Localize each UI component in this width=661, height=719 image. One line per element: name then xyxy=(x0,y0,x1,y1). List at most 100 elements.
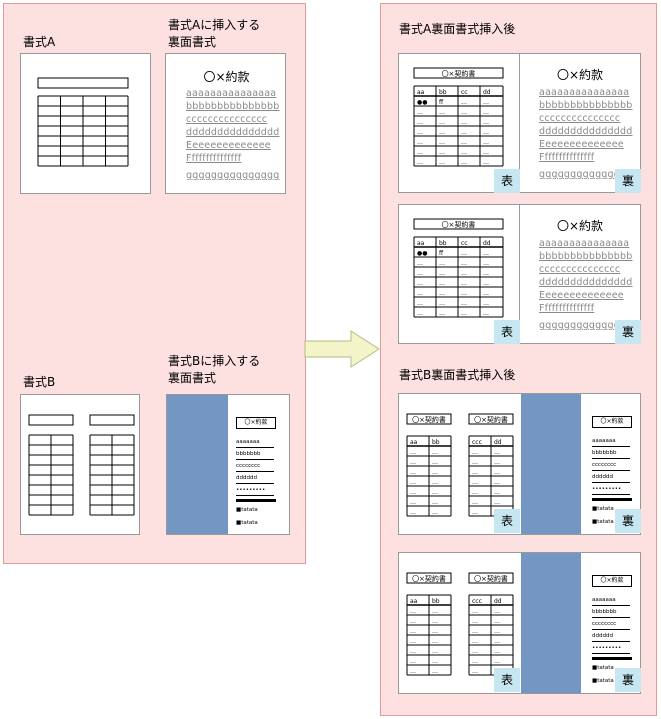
result-b-back-line: aaaaaaa xyxy=(592,595,630,606)
result-b-cell: … xyxy=(472,648,478,655)
result-b-back-line: dddddd xyxy=(592,631,630,642)
result-b-title: 書式B裏面書式挿入後 xyxy=(399,368,516,382)
result-b-cell: … xyxy=(494,658,500,665)
result-a-back-line: ddddddddddddddd xyxy=(539,126,633,137)
format-a-back-line: ggggggggggggggg xyxy=(186,170,280,181)
result-a-cell: ff xyxy=(439,250,444,257)
result-a-header-cell: cc xyxy=(461,89,468,96)
result-b-cell: … xyxy=(410,469,416,476)
result-a-cell: … xyxy=(461,159,467,166)
result-b-cell: … xyxy=(432,658,438,665)
result-a-back-badge: 裏 xyxy=(615,320,641,344)
result-a-cell: … xyxy=(461,99,467,106)
result-b-cell: … xyxy=(432,638,438,645)
result-a-back-line: Eeeeeeeeeeeeee xyxy=(539,290,624,301)
format-b-back-line: aaaaaaa xyxy=(236,437,274,448)
result-a-back-line: Fffffffffffffff xyxy=(539,152,595,163)
format-b-back-note: ■tatata xyxy=(236,507,258,513)
result-a-back-line: ggggggggggggggg xyxy=(539,320,633,331)
result-a-cell: … xyxy=(483,159,489,166)
result-a-cell: … xyxy=(461,250,467,257)
result-b-cell: … xyxy=(472,449,478,456)
result-a-front-badge: 表 xyxy=(494,169,520,193)
result-b-cell: … xyxy=(472,509,478,516)
result-a-cell: … xyxy=(417,290,423,297)
result-a-back-line: bbbbbbbbbbbbbbb xyxy=(539,251,633,262)
result-b-back-heading: 〇×約款 xyxy=(592,416,632,428)
result-a-cell: ●● xyxy=(417,99,427,106)
result-a-back-line: ccccccccccccccc xyxy=(539,264,621,275)
result-a-cell: … xyxy=(439,300,445,307)
format-b-back-line: ••••••••• xyxy=(236,485,274,496)
result-a-cell: … xyxy=(417,109,423,116)
result-a-front-badge: 表 xyxy=(494,320,520,344)
result-a-cell: … xyxy=(417,149,423,156)
format-b-title: 書式B xyxy=(23,375,56,389)
result-a-back-heading: 〇×約款 xyxy=(556,68,604,82)
result-a-back-heading: 〇×約款 xyxy=(556,219,604,233)
result-a-cell: … xyxy=(461,139,467,146)
result-b-cell: … xyxy=(432,509,438,516)
result-a-cell: … xyxy=(461,290,467,297)
format-a-title: 書式A xyxy=(23,35,56,49)
format-a-back-line: ddddddddddddddd xyxy=(186,127,280,138)
result-b-cell: … xyxy=(472,489,478,496)
result-a-cell: … xyxy=(483,310,489,317)
result-a-header-cell: bb xyxy=(439,89,447,96)
format-b-back-heading: 〇×約款 xyxy=(236,417,276,429)
result-a-cell: … xyxy=(439,310,445,317)
result-a-cell: … xyxy=(417,280,423,287)
result-a-cell: … xyxy=(483,290,489,297)
result-a-cell: … xyxy=(417,260,423,267)
format-b-back-rule xyxy=(236,499,276,502)
result-b-cell: … xyxy=(410,499,416,506)
result-a-cell: ff xyxy=(439,99,444,106)
result-a-back-line: aaaaaaaaaaaaaaa xyxy=(539,238,630,249)
format-a-back-title: 書式Aに挿入する 裏面書式 xyxy=(168,18,261,49)
result-a-cell: … xyxy=(439,109,445,116)
format-b-back-line: dddddd xyxy=(236,473,274,484)
result-b-header-cell: ccc xyxy=(472,598,482,605)
result-a-cell: … xyxy=(417,300,423,307)
result-b-cell: … xyxy=(432,668,438,675)
result-b-cell: … xyxy=(472,638,478,645)
result-a-cell: ●● xyxy=(417,250,427,257)
result-b-header-cell: ccc xyxy=(472,439,482,446)
result-b-cell: … xyxy=(432,469,438,476)
result-b-cell: … xyxy=(494,459,500,466)
result-a-cell: … xyxy=(439,159,445,166)
result-b-back-note: ■tatata xyxy=(592,678,614,684)
result-b-cell: … xyxy=(432,459,438,466)
result-a-back-line: aaaaaaaaaaaaaaa xyxy=(539,87,630,98)
result-a-cell: … xyxy=(417,159,423,166)
result-b-cell: … xyxy=(432,479,438,486)
result-a-cell: … xyxy=(439,260,445,267)
result-a-cell: … xyxy=(483,250,489,257)
result-a-cell: … xyxy=(483,300,489,307)
result-a-cell: … xyxy=(417,139,423,146)
result-a-cell: … xyxy=(417,119,423,126)
result-b-cell: … xyxy=(494,449,500,456)
format-a-page xyxy=(20,53,151,194)
result-a-title: 書式A裏面書式挿入後 xyxy=(399,22,516,36)
result-b-cell: … xyxy=(472,618,478,625)
result-a-front-title: 〇×契約書 xyxy=(442,220,476,229)
result-b-front-title: 〇×契約書 xyxy=(412,574,446,583)
result-b-cell: … xyxy=(432,449,438,456)
result-b-back-line: dddddd xyxy=(592,472,630,483)
result-b-cell: … xyxy=(494,638,500,645)
result-b-back-rule xyxy=(592,498,632,501)
format-a-back-line: Eeeeeeeeeeeeee xyxy=(186,140,271,151)
result-b-back-line: bbbbbbb xyxy=(592,448,630,459)
result-a-cell: … xyxy=(461,280,467,287)
result-b-header-cell: aa xyxy=(410,598,418,605)
result-a-cell: … xyxy=(439,119,445,126)
result-b-back-line: bbbbbbb xyxy=(592,607,630,618)
result-a-header-cell: aa xyxy=(417,240,425,247)
